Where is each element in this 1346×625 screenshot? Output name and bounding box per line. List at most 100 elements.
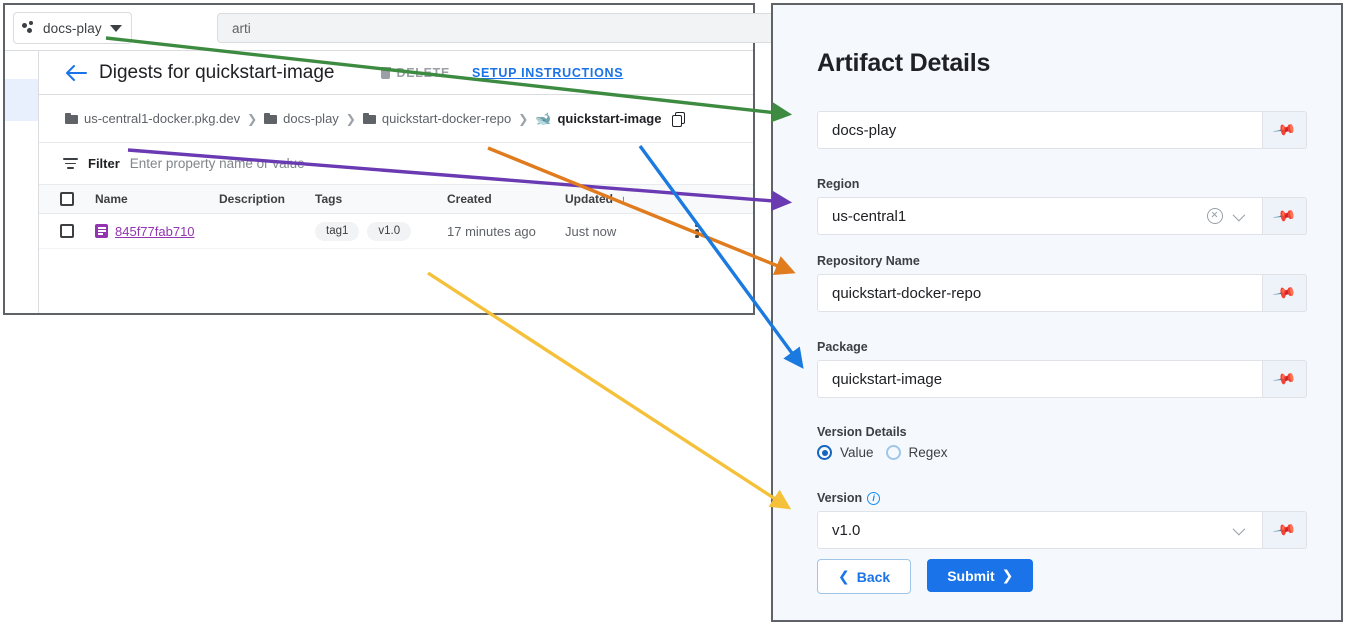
page-title: Digests for quickstart-image bbox=[99, 61, 335, 83]
cell-tags: tag1 v1.0 bbox=[315, 221, 447, 241]
submit-button-chevron-icon: ❯ bbox=[1001, 567, 1014, 583]
version-details-radio-group: Value Regex bbox=[817, 445, 1307, 460]
docker-whale-icon: 🐋 bbox=[535, 111, 552, 126]
breadcrumb-label: quickstart-docker-repo bbox=[381, 111, 512, 126]
page-header: Digests for quickstart-image DELETE SETU… bbox=[39, 51, 753, 95]
field-repository: Repository Name quickstart-docker-repo 📌 bbox=[817, 254, 1307, 312]
tag-chip[interactable]: tag1 bbox=[315, 221, 360, 241]
select-all-checkbox[interactable] bbox=[60, 192, 74, 206]
field-package: Package quickstart-image 📌 bbox=[817, 340, 1307, 398]
field-region: Region us-central1 📌 bbox=[817, 177, 1307, 235]
panel-title: Artifact Details bbox=[817, 49, 991, 77]
back-button-chevron-icon: ❮ bbox=[838, 568, 850, 584]
project-selector[interactable]: docs-play bbox=[13, 12, 132, 44]
breadcrumb-separator: ❯ bbox=[518, 111, 529, 126]
delete-button-label: DELETE bbox=[396, 65, 450, 80]
table-row[interactable]: 845f77fab710 tag1 v1.0 17 minutes ago Ju… bbox=[39, 214, 753, 249]
filter-icon bbox=[63, 158, 78, 169]
radio-regex-label: Regex bbox=[908, 445, 948, 460]
info-icon[interactable]: i bbox=[867, 491, 881, 505]
column-header-name[interactable]: Name bbox=[95, 192, 128, 206]
folder-icon bbox=[65, 113, 78, 124]
clear-icon[interactable] bbox=[1207, 208, 1223, 224]
back-arrow-icon[interactable] bbox=[59, 56, 93, 90]
search-input[interactable]: arti bbox=[217, 13, 777, 43]
project-input[interactable]: docs-play bbox=[817, 111, 1263, 149]
pin-button-package[interactable]: 📌 bbox=[1263, 360, 1307, 398]
artifact-details-panel: Artifact Details docs-play 📌 Region us-c… bbox=[771, 3, 1343, 622]
manifest-icon bbox=[95, 224, 108, 238]
panel-button-row: ❮ Back Submit ❯ bbox=[817, 559, 1034, 594]
search-input-value: arti bbox=[232, 20, 251, 36]
chevron-down-icon[interactable] bbox=[1232, 208, 1246, 221]
project-dots-icon bbox=[22, 21, 36, 35]
table-header-row: Name Description Tags Created Updated ↓ bbox=[39, 185, 753, 214]
radio-regex[interactable]: Regex bbox=[885, 445, 948, 460]
field-version: Version i v1.0 📌 bbox=[817, 491, 1307, 549]
radio-value[interactable]: Value bbox=[817, 445, 874, 460]
console-top-bar: docs-play arti bbox=[5, 5, 777, 51]
setup-instructions-link[interactable]: SETUP INSTRUCTIONS bbox=[472, 66, 623, 80]
pin-icon: 📌 bbox=[1271, 203, 1298, 229]
delete-button[interactable]: DELETE bbox=[380, 66, 450, 80]
column-header-description[interactable]: Description bbox=[219, 192, 286, 206]
project-selector-label: docs-play bbox=[43, 20, 102, 36]
cell-updated: Just now bbox=[565, 223, 617, 239]
back-button[interactable]: ❮ Back bbox=[817, 559, 912, 594]
filter-label: Filter bbox=[88, 156, 120, 171]
breadcrumb-label: docs-play bbox=[283, 111, 339, 126]
chevron-down-icon[interactable] bbox=[1232, 522, 1246, 535]
breadcrumb-item-project[interactable]: docs-play bbox=[264, 111, 339, 126]
trash-icon bbox=[380, 66, 392, 79]
digests-table: Name Description Tags Created Updated ↓ … bbox=[39, 185, 753, 249]
breadcrumb: us-central1-docker.pkg.dev ❯ docs-play ❯… bbox=[39, 95, 753, 143]
breadcrumb-separator: ❯ bbox=[345, 111, 356, 126]
filter-input-placeholder: Enter property name or value bbox=[129, 156, 305, 171]
folder-icon bbox=[264, 113, 278, 124]
folder-icon bbox=[362, 113, 376, 124]
column-header-updated-label: Updated bbox=[565, 192, 613, 206]
radio-regex-dot bbox=[885, 445, 901, 460]
chevron-down-icon bbox=[109, 24, 122, 32]
sort-down-icon: ↓ bbox=[620, 191, 627, 207]
breadcrumb-item-image[interactable]: 🐋 quickstart-image bbox=[535, 111, 661, 126]
radio-value-label: Value bbox=[840, 445, 874, 460]
field-project: docs-play 📌 bbox=[817, 111, 1307, 149]
setup-instructions-label: SETUP INSTRUCTIONS bbox=[471, 65, 624, 80]
digest-name: 845f77fab710 bbox=[115, 223, 195, 239]
nav-rail-active-highlight bbox=[5, 79, 38, 121]
breadcrumb-separator: ❯ bbox=[247, 111, 258, 126]
pin-icon: 📌 bbox=[1271, 280, 1298, 306]
region-input[interactable]: us-central1 bbox=[817, 197, 1263, 235]
digest-link[interactable]: 845f77fab710 bbox=[95, 224, 219, 239]
field-version-details: Version Details Value Regex bbox=[817, 425, 1307, 460]
row-overflow-menu-icon[interactable] bbox=[695, 223, 699, 239]
column-header-created[interactable]: Created bbox=[447, 192, 492, 206]
pin-button-version[interactable]: 📌 bbox=[1263, 511, 1307, 549]
filter-bar[interactable]: Filter Enter property name or value bbox=[39, 143, 753, 185]
submit-button[interactable]: Submit ❯ bbox=[927, 559, 1034, 592]
repository-input[interactable]: quickstart-docker-repo bbox=[817, 274, 1263, 312]
pin-icon: 📌 bbox=[1271, 117, 1298, 143]
breadcrumb-item-registry[interactable]: us-central1-docker.pkg.dev bbox=[65, 111, 240, 126]
copy-icon[interactable] bbox=[672, 111, 686, 127]
project-input-value: docs-play bbox=[832, 121, 897, 139]
package-input[interactable]: quickstart-image bbox=[817, 360, 1263, 398]
version-label: Version bbox=[817, 491, 863, 505]
left-nav-rail[interactable] bbox=[5, 51, 39, 313]
repository-input-value: quickstart-docker-repo bbox=[832, 284, 982, 302]
column-header-updated[interactable]: Updated ↓ bbox=[565, 192, 677, 207]
tag-chip[interactable]: v1.0 bbox=[367, 221, 412, 241]
breadcrumb-item-repo[interactable]: quickstart-docker-repo bbox=[362, 111, 512, 126]
artifact-details-inner: Artifact Details docs-play 📌 Region us-c… bbox=[781, 13, 1333, 612]
region-label: Region bbox=[817, 177, 860, 191]
column-header-tags[interactable]: Tags bbox=[315, 192, 343, 206]
back-button-label: Back bbox=[856, 568, 891, 585]
pin-button-repository[interactable]: 📌 bbox=[1263, 274, 1307, 312]
row-checkbox[interactable] bbox=[60, 224, 74, 238]
pin-button-project[interactable]: 📌 bbox=[1263, 111, 1307, 149]
pin-button-region[interactable]: 📌 bbox=[1263, 197, 1307, 235]
console-screenshot-card: docs-play arti Digests for quickstart-im… bbox=[3, 3, 777, 315]
breadcrumb-label: quickstart-image bbox=[557, 111, 662, 126]
version-input[interactable]: v1.0 bbox=[817, 511, 1263, 549]
